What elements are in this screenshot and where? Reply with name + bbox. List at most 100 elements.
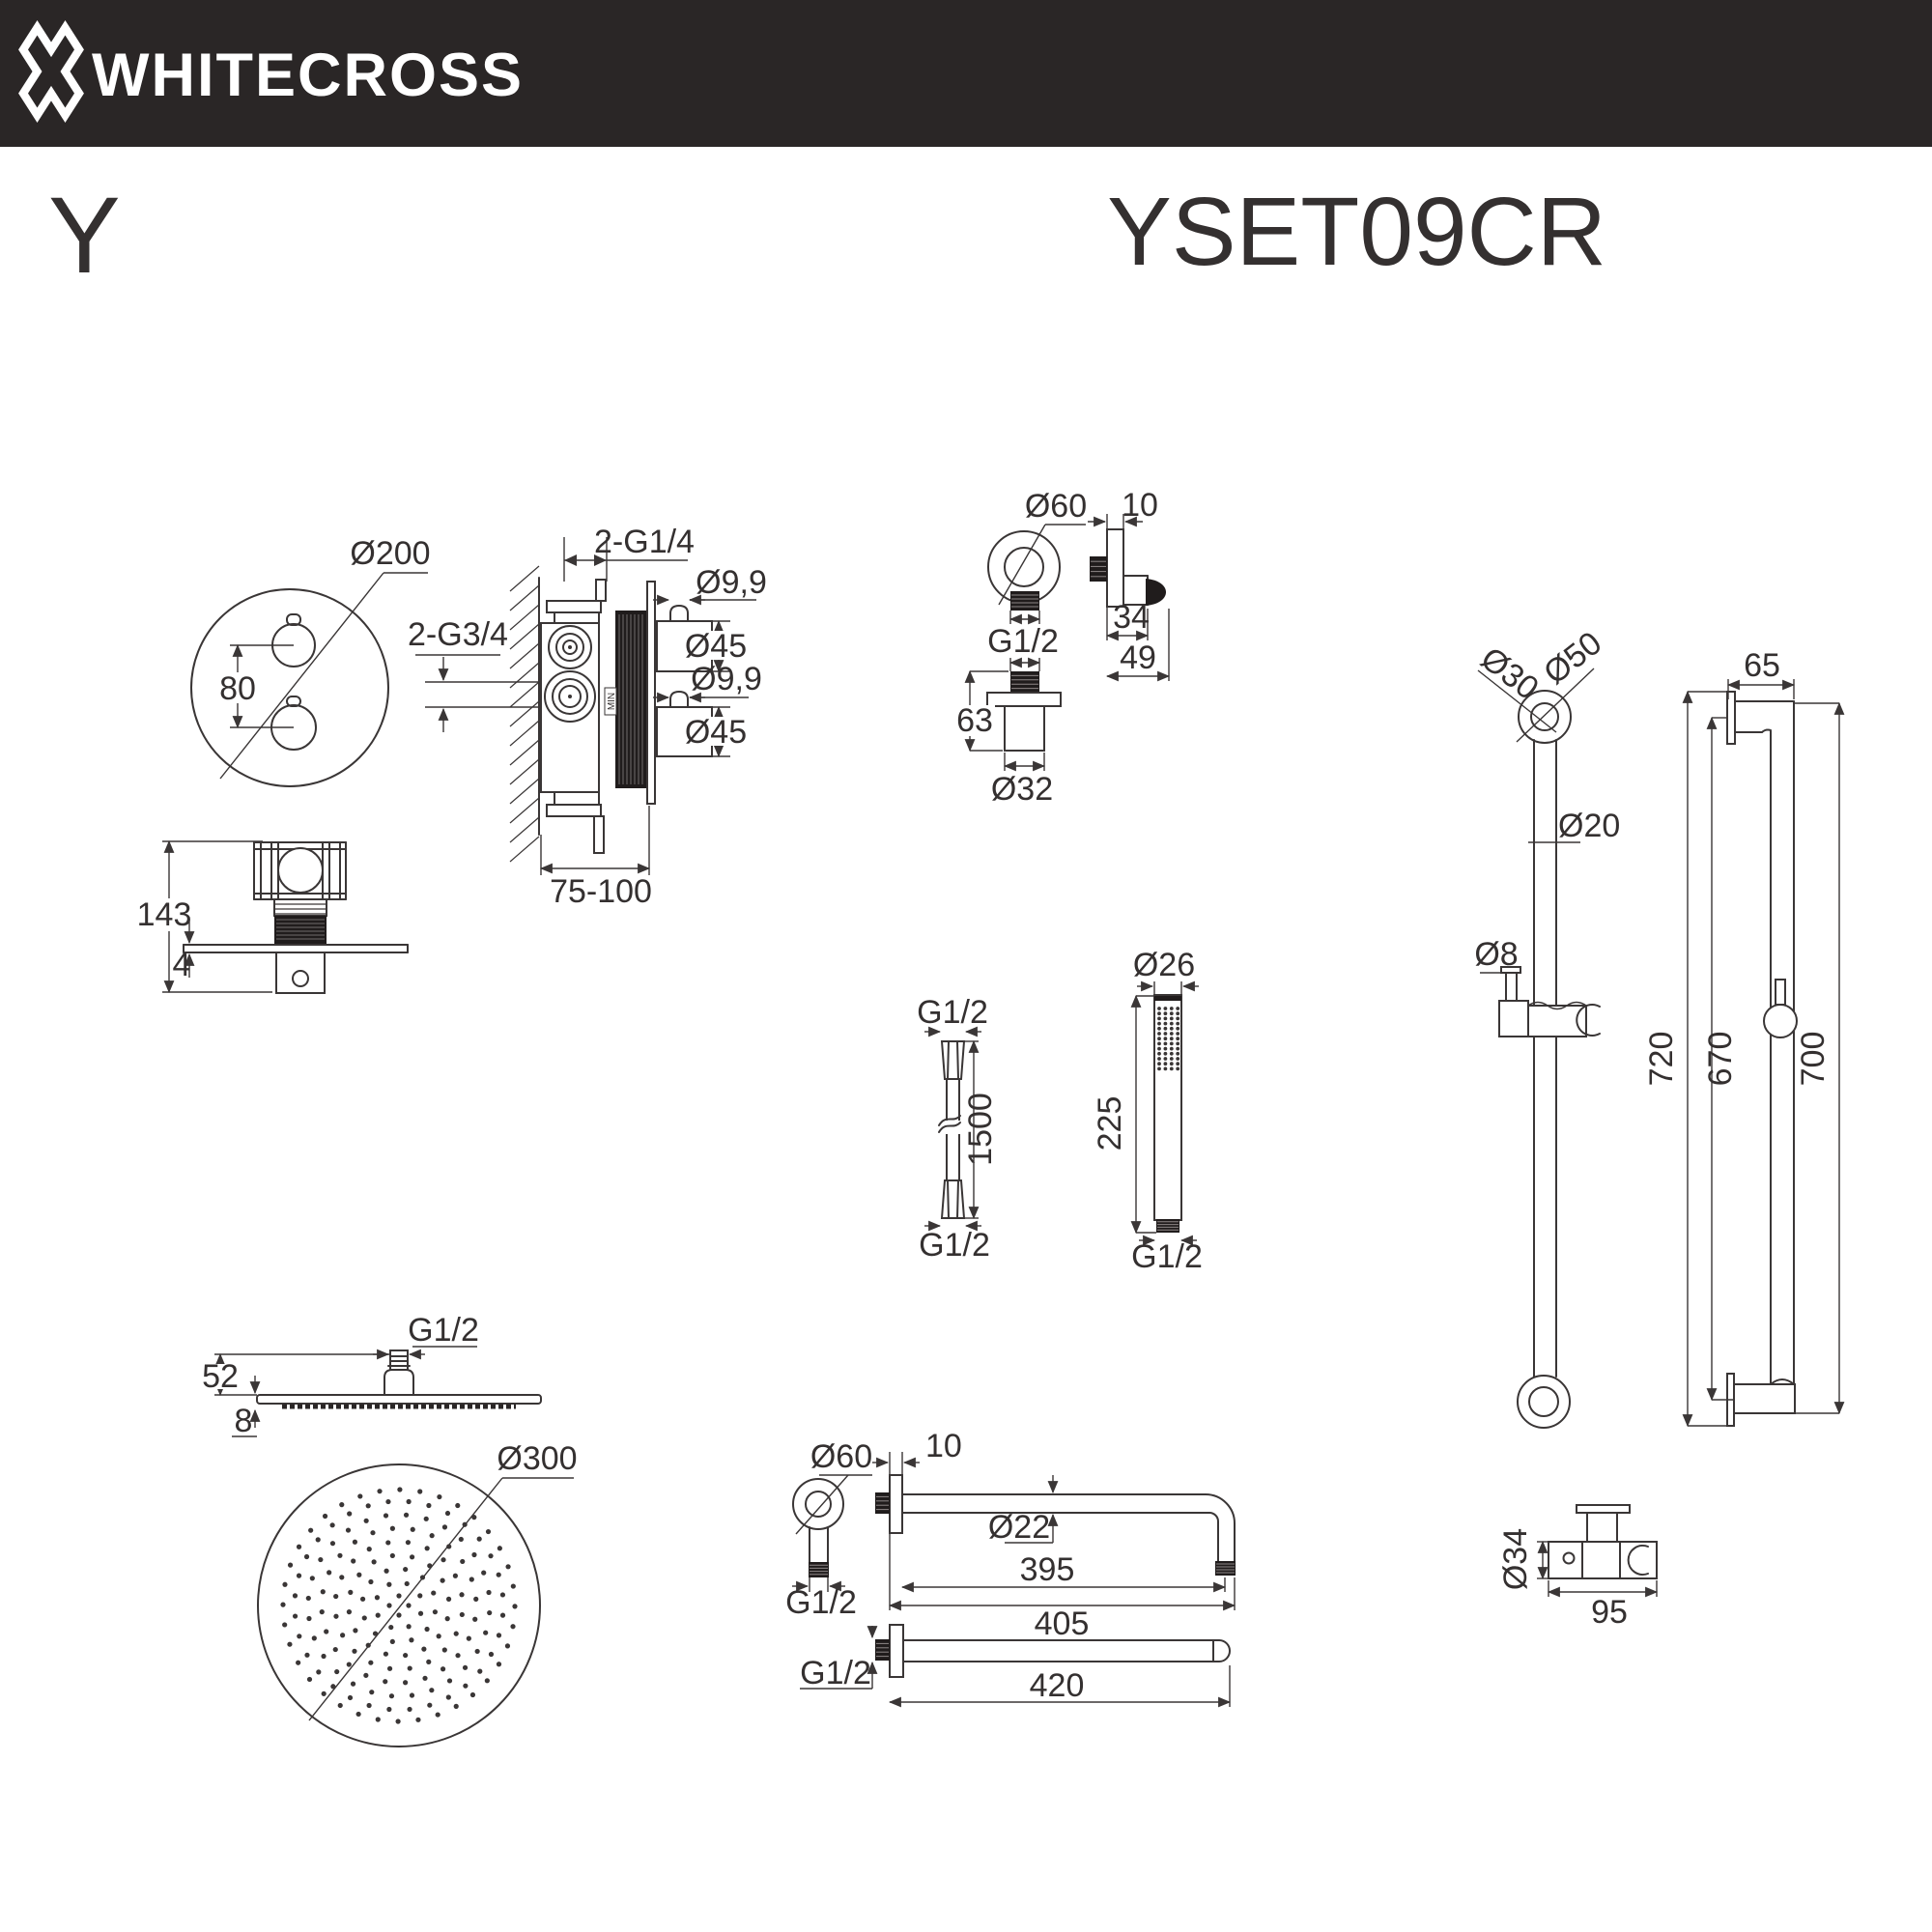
series-label: Y bbox=[48, 175, 121, 296]
outlet-side-view: 10 34 49 bbox=[1088, 487, 1171, 682]
dim-arm-flange-dia: Ø60 bbox=[810, 1438, 872, 1475]
head-top-view: Ø300 bbox=[257, 1440, 578, 1747]
dim-depth-range: 75-100 bbox=[550, 873, 652, 910]
handshower-drawing: Ø26 225 G1/2 bbox=[1092, 947, 1203, 1275]
dim-arm2-thread: G1/2 bbox=[800, 1655, 871, 1691]
holder-c-clip bbox=[1627, 1545, 1649, 1576]
model-code-label: YSET09CR bbox=[1107, 178, 1606, 286]
outlet-flange bbox=[986, 692, 1062, 707]
wall-hatching bbox=[509, 565, 540, 863]
hose-top-connector bbox=[940, 1040, 966, 1080]
x-cross-icon bbox=[18, 19, 84, 124]
dim-outlet-plate-10: 10 bbox=[1122, 487, 1158, 524]
dim-720: 720 bbox=[1643, 1032, 1680, 1087]
dim-d30: Ø30 bbox=[1474, 640, 1546, 708]
slidebar-top-bracket-plate bbox=[1726, 691, 1736, 745]
dim-hose-thread-top: G1/2 bbox=[917, 994, 988, 1031]
cartridge-ribs bbox=[618, 614, 643, 784]
arm-side-view: 10 Ø22 395 405 bbox=[872, 1428, 1236, 1642]
arm2-wall-flange bbox=[889, 1624, 904, 1678]
brand-text: WHITECROSS bbox=[92, 42, 524, 109]
dim-head-dia: Ø300 bbox=[497, 1440, 577, 1477]
dim-outlet-thread: G1/2 bbox=[987, 623, 1059, 660]
dim-arm-395: 395 bbox=[1020, 1551, 1075, 1588]
outlet-bottom-view: 63 Ø32 bbox=[954, 669, 1062, 808]
mixer-trim-plate bbox=[646, 581, 656, 805]
slidebar-side-view: 65 720 670 700 bbox=[1643, 647, 1845, 1428]
dim-d8: Ø8 bbox=[1474, 936, 1518, 973]
dim-head-8: 8 bbox=[235, 1403, 253, 1439]
dim-height-143: 143 bbox=[137, 896, 192, 933]
hose-bottom-connector bbox=[940, 1179, 966, 1219]
holder-clip bbox=[1576, 1004, 1601, 1037]
dim-arm2-420: 420 bbox=[1030, 1667, 1085, 1704]
slider-knob-side bbox=[1763, 1004, 1798, 1038]
header: WHITECROSS bbox=[0, 0, 1932, 147]
dim-hand-dia: Ø26 bbox=[1133, 947, 1195, 983]
mixer-top-knob bbox=[275, 952, 326, 994]
dim-95: 95 bbox=[1591, 1594, 1628, 1631]
min-marking: MIN bbox=[607, 693, 617, 710]
arm-flange bbox=[792, 1478, 844, 1530]
dim-hose-thread-bottom: G1/2 bbox=[919, 1227, 990, 1264]
slidebar-bottom-mount bbox=[1517, 1375, 1571, 1429]
mixer-faceplate-circle bbox=[190, 588, 389, 787]
dim-knob-spacing: 80 bbox=[219, 670, 256, 707]
mixer-front-view: 80 Ø200 bbox=[190, 535, 431, 787]
outlet-wall-plate bbox=[1106, 528, 1124, 608]
dim-d20: Ø20 bbox=[1558, 808, 1620, 844]
dim-arm-10: 10 bbox=[925, 1428, 962, 1464]
outlet-body bbox=[1004, 705, 1045, 752]
slidebar-top-mount bbox=[1518, 690, 1572, 744]
dim-top-thread: 2-G1/4 bbox=[594, 524, 695, 560]
dim-plate-4: 4 bbox=[173, 947, 191, 983]
header-bar bbox=[0, 0, 1932, 147]
dim-hand-thread: G1/2 bbox=[1131, 1238, 1203, 1275]
outlet-front-view: Ø60 G1/2 bbox=[987, 488, 1087, 671]
dim-stem1: Ø9,9 bbox=[696, 564, 767, 601]
handshower-nozzles bbox=[1157, 1007, 1180, 1071]
holder-pin bbox=[1505, 972, 1518, 1002]
dim-arm-thread: G1/2 bbox=[785, 1584, 857, 1621]
head-connector bbox=[384, 1369, 414, 1396]
mixer-knob-bottom-tab bbox=[286, 696, 301, 707]
head-side-view: G1/2 52 8 bbox=[202, 1312, 542, 1439]
outlet-dome-cap bbox=[1146, 579, 1166, 606]
dim-knob2-dia: Ø45 bbox=[685, 714, 747, 751]
hose-drawing: G1/2 G1/2 1500 bbox=[917, 994, 999, 1264]
mixer-top-ribs bbox=[274, 903, 327, 940]
dim-outlet-49: 49 bbox=[1120, 639, 1156, 676]
dim-d34: Ø34 bbox=[1497, 1528, 1534, 1590]
dim-inlet-thread: 2-G3/4 bbox=[408, 616, 508, 653]
arm-wall-flange bbox=[889, 1474, 903, 1534]
dim-670: 670 bbox=[1702, 1032, 1739, 1087]
head-nozzles bbox=[280, 1487, 518, 1724]
arm-end-view: Ø60 G1/2 bbox=[785, 1438, 872, 1621]
dim-outlet-32: Ø32 bbox=[991, 771, 1053, 808]
holder-top-view: Ø34 95 bbox=[1497, 1504, 1659, 1631]
arm-straight-view: G1/2 420 bbox=[800, 1624, 1232, 1708]
mixer-side-view: MIN 2-G1/4 Ø9,9 Ø45 Ø9,9 Ø45 bbox=[408, 524, 767, 910]
dim-700: 700 bbox=[1795, 1032, 1832, 1087]
dim-stem2: Ø9,9 bbox=[691, 661, 762, 697]
dim-hose-length: 1500 bbox=[962, 1093, 999, 1166]
head-disc bbox=[256, 1394, 542, 1405]
mixer-top-port bbox=[277, 847, 324, 894]
dim-head-thread: G1/2 bbox=[408, 1312, 479, 1349]
dim-65: 65 bbox=[1744, 647, 1780, 684]
dim-hand-length: 225 bbox=[1092, 1096, 1128, 1151]
slidebar-front-view: Ø30 Ø50 Ø20 Ø8 bbox=[1474, 625, 1620, 1429]
head-face-circle bbox=[257, 1463, 541, 1747]
holder-body bbox=[1548, 1541, 1658, 1579]
dim-outlet-63: 63 bbox=[956, 702, 993, 739]
dim-d50: Ø50 bbox=[1537, 625, 1608, 693]
dim-outlet-dia: Ø60 bbox=[1025, 488, 1087, 525]
dim-arm-pipe-dia: Ø22 bbox=[988, 1509, 1050, 1546]
dim-knob1-dia: Ø45 bbox=[685, 628, 747, 665]
dim-arm-405: 405 bbox=[1035, 1605, 1090, 1642]
mixer-top-view: 143 4 bbox=[137, 839, 409, 994]
dim-faceplate-diameter: Ø200 bbox=[350, 535, 430, 572]
outlet-thread-front bbox=[1010, 591, 1039, 611]
